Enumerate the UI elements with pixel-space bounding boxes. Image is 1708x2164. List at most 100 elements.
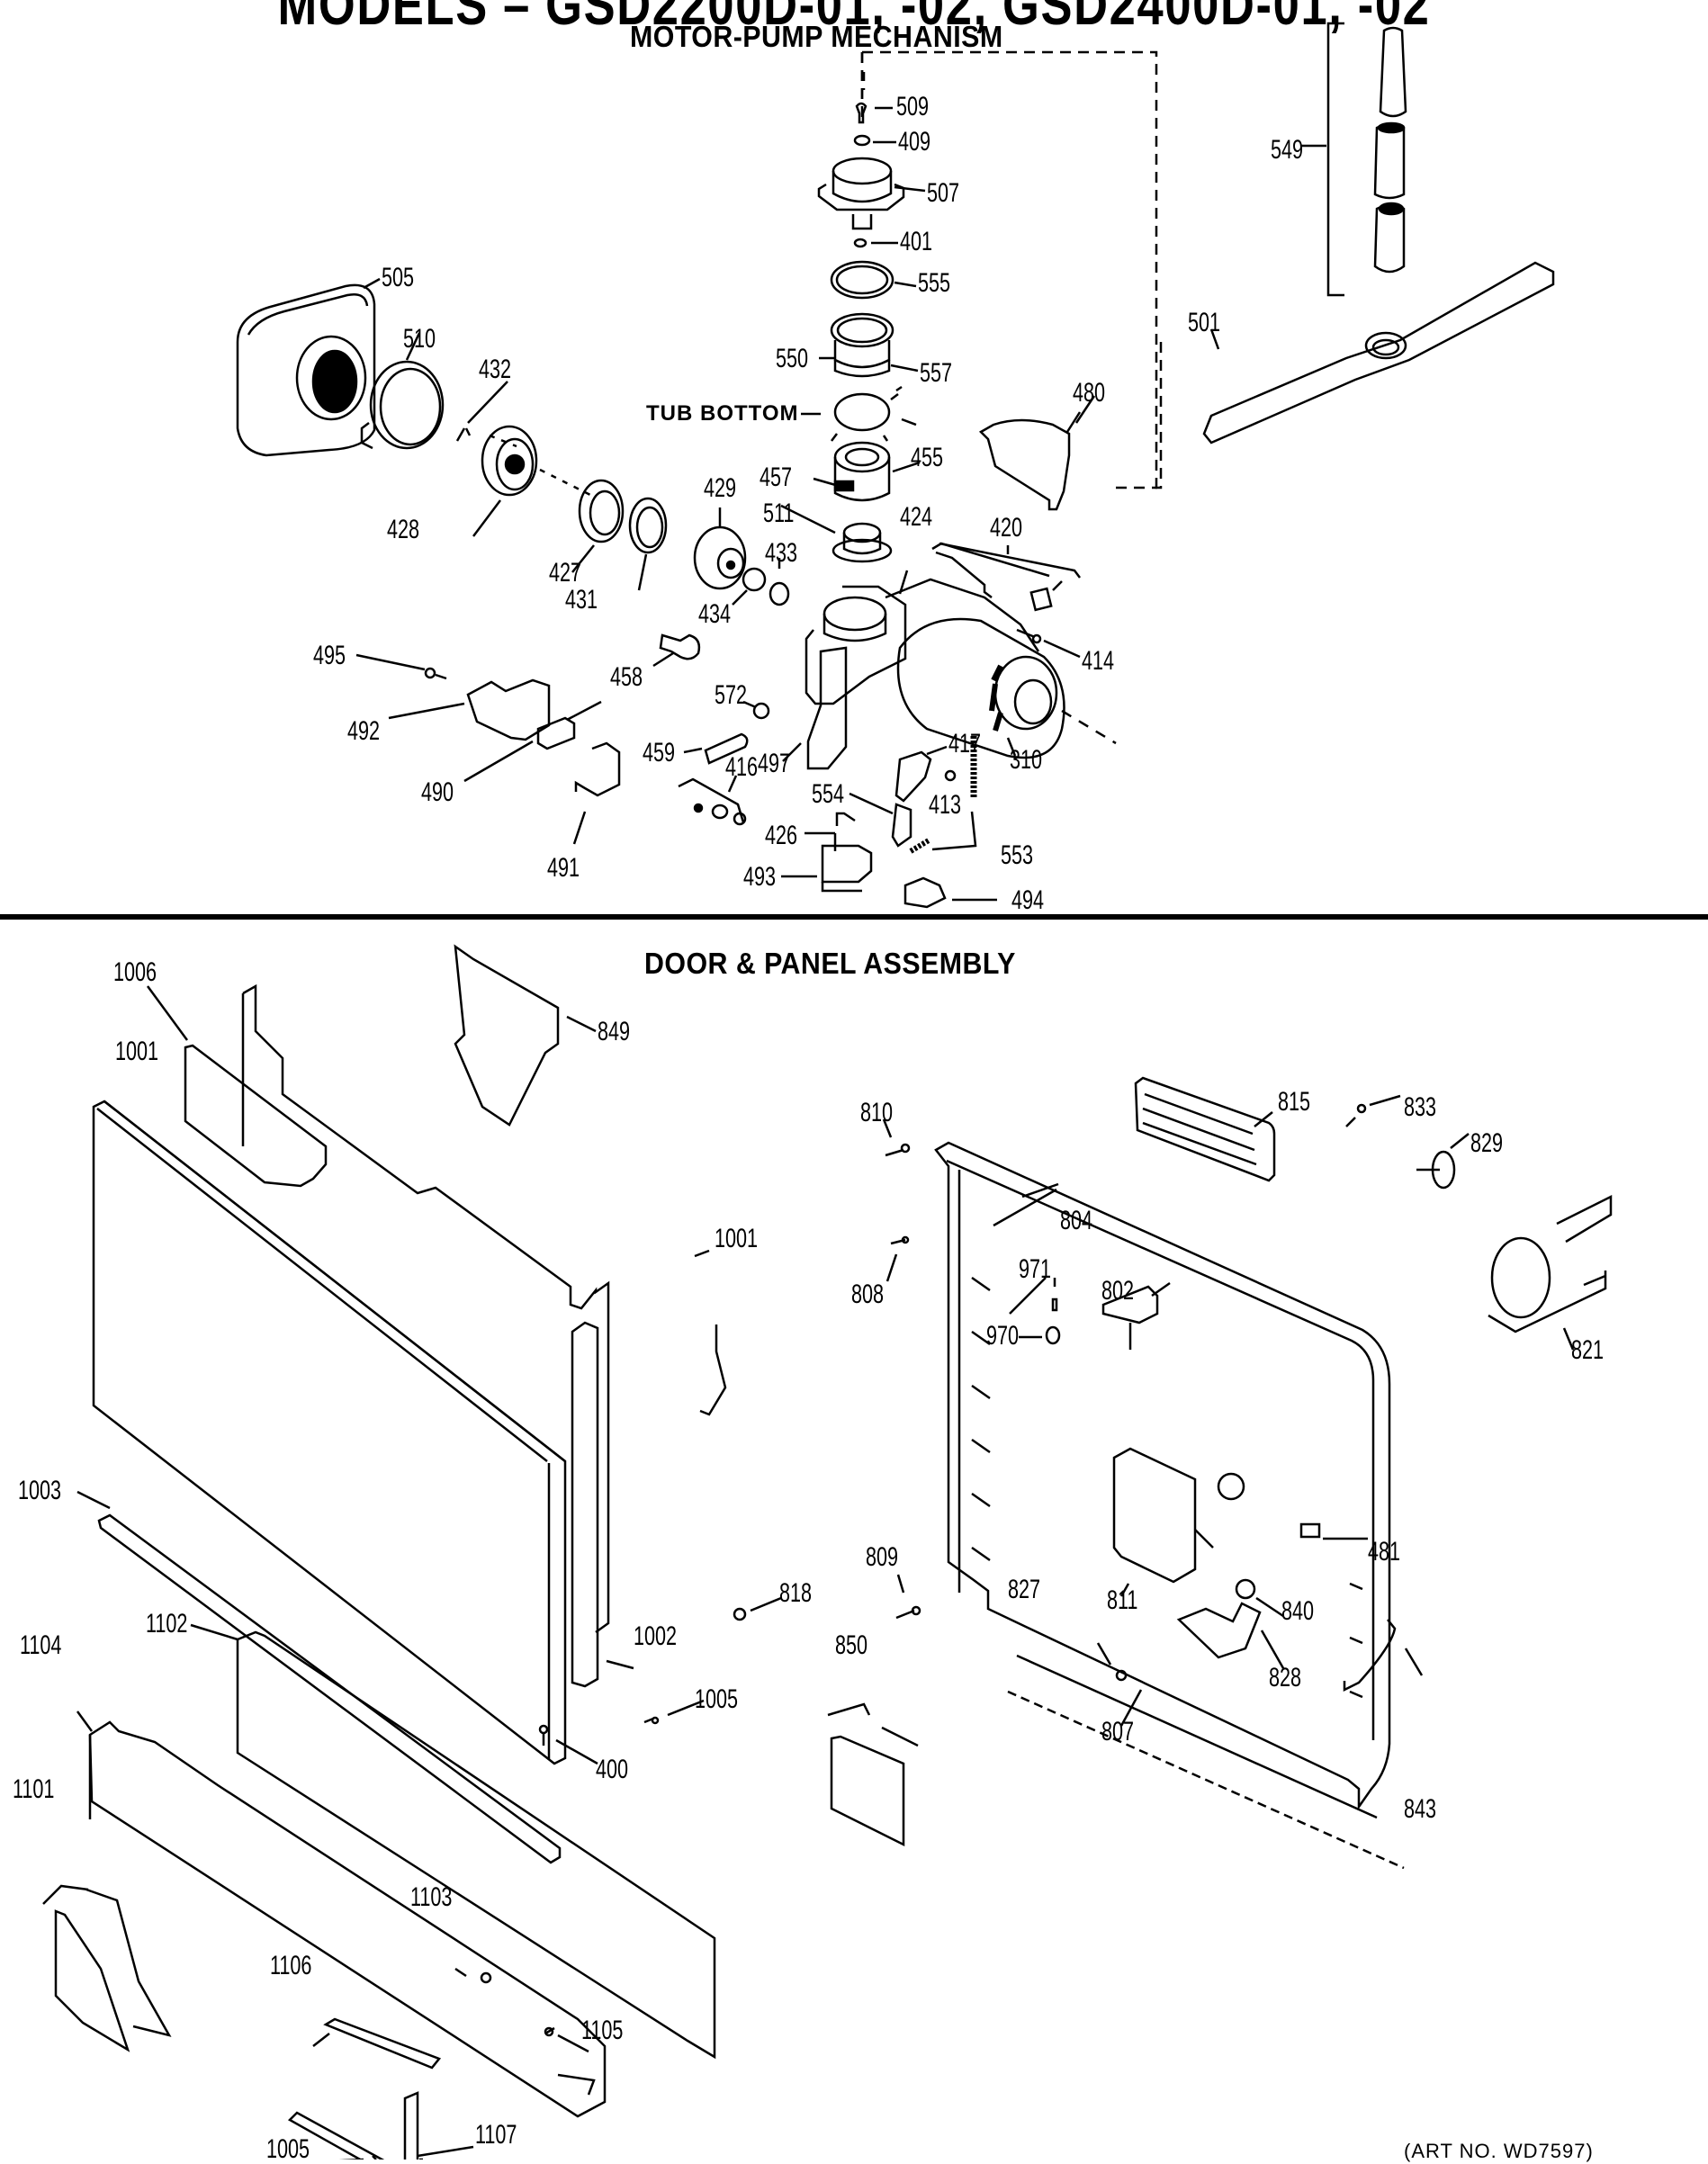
- label-409: 409: [898, 127, 931, 157]
- label-557: 557: [920, 358, 953, 388]
- label-400: 400: [596, 1755, 629, 1784]
- part-849-bracket: [454, 944, 597, 1127]
- label-1104: 1104: [20, 1630, 62, 1660]
- label-459: 459: [643, 738, 676, 768]
- label-828: 828: [1269, 1663, 1302, 1693]
- label-821: 821: [1571, 1335, 1605, 1365]
- label-509: 509: [896, 92, 930, 121]
- part-850-cover: [827, 1702, 919, 1847]
- part-1006-insulation: [146, 985, 328, 1188]
- label-1101: 1101: [13, 1774, 55, 1804]
- part-inner-panel: [241, 983, 727, 1634]
- label-510: 510: [403, 324, 436, 354]
- part-829-knob: [1416, 1133, 1470, 1190]
- part-1005-screw: [643, 1699, 705, 1725]
- part-509-screw: [855, 102, 893, 124]
- label-971: 971: [1019, 1254, 1052, 1284]
- part-417-lever: [894, 745, 948, 803]
- part-1106-bracket: [312, 2017, 442, 2070]
- part-840-spring: [1235, 1578, 1284, 1618]
- part-553-springs: [909, 736, 977, 854]
- part-802-latch: [1101, 1281, 1171, 1350]
- label-434: 434: [698, 599, 732, 629]
- label-555: 555: [918, 268, 951, 298]
- label-426: 426: [765, 821, 798, 850]
- label-428: 428: [387, 515, 420, 544]
- part-510-clamp: [360, 332, 445, 450]
- part-1105-screw: [544, 2026, 589, 2053]
- label-827: 827: [1008, 1575, 1041, 1604]
- part-970-bushing: [1019, 1325, 1061, 1345]
- label-1001-left: 1001: [115, 1037, 159, 1066]
- label-433: 433: [765, 538, 798, 568]
- label-808: 808: [851, 1280, 885, 1309]
- label-802: 802: [1101, 1276, 1135, 1306]
- label-511: 511: [763, 498, 795, 528]
- models-title: MODELS – GSD2200D-01, -02, GSD2400D-01, …: [277, 0, 1431, 37]
- label-1106: 1106: [270, 1951, 312, 1980]
- part-494-block: [903, 876, 997, 909]
- part-458-plug: [652, 633, 701, 668]
- part-492-bracket: [388, 678, 551, 741]
- label-807: 807: [1101, 1717, 1135, 1746]
- label-497: 497: [758, 749, 791, 778]
- label-550: 550: [776, 344, 809, 373]
- part-550-557-nozzle: [819, 312, 919, 378]
- label-850: 850: [835, 1630, 868, 1660]
- label-493: 493: [743, 862, 777, 892]
- part-811-dispenser: [1112, 1447, 1245, 1597]
- label-553: 553: [1001, 840, 1034, 870]
- label-1005-upper: 1005: [695, 1684, 739, 1714]
- part-804-leader: [993, 1182, 1059, 1227]
- label-491: 491: [547, 853, 580, 883]
- part-828-cam: [1176, 1602, 1285, 1669]
- label-1005-lower: 1005: [266, 2134, 310, 2164]
- label-1102: 1102: [146, 1609, 188, 1639]
- label-507: 507: [927, 178, 960, 208]
- part-808-screw: [885, 1235, 910, 1282]
- label-810: 810: [860, 1098, 894, 1127]
- part-501-spray-arm: [1202, 261, 1555, 444]
- tub-bottom-label: TUB BOTTOM: [646, 401, 799, 426]
- part-493-solenoid: [781, 833, 873, 893]
- label-840: 840: [1281, 1596, 1315, 1626]
- label-458: 458: [610, 662, 643, 692]
- label-420: 420: [990, 513, 1023, 543]
- part-1103-screw: [454, 1967, 492, 1984]
- section-divider: [0, 914, 1708, 920]
- label-829: 829: [1470, 1128, 1504, 1158]
- part-497-bracket: [782, 646, 848, 770]
- label-495: 495: [313, 641, 346, 670]
- label-804: 804: [1060, 1206, 1093, 1235]
- label-310: 310: [1010, 745, 1043, 775]
- art-number: (ART NO. WD7597): [1404, 2140, 1594, 2162]
- part-434-nut: [732, 567, 767, 606]
- part-413-clip: [944, 769, 957, 782]
- label-849: 849: [598, 1017, 631, 1046]
- label-501: 501: [1188, 308, 1221, 337]
- label-427: 427: [549, 558, 582, 588]
- label-815: 815: [1278, 1087, 1311, 1117]
- part-1101-insert: [42, 1884, 172, 2052]
- label-480: 480: [1073, 378, 1106, 408]
- part-400-screw: [538, 1724, 598, 1765]
- part-455-collar: [833, 441, 921, 502]
- part-1102-panel: [190, 1623, 716, 2060]
- part-427-plate: [571, 479, 625, 573]
- label-1105: 1105: [581, 2016, 624, 2045]
- label-572: 572: [715, 680, 748, 710]
- part-971-pin: [1009, 1277, 1058, 1315]
- label-1001-right: 1001: [715, 1224, 759, 1253]
- part-833-screw: [1345, 1094, 1401, 1127]
- motor-pump-heading: MOTOR-PUMP MECHANISM: [630, 20, 1003, 53]
- part-810-screw: [882, 1118, 911, 1157]
- part-431-gasket: [628, 497, 668, 591]
- label-413: 413: [929, 790, 962, 820]
- part-491-bracket: [572, 741, 621, 845]
- label-455: 455: [911, 443, 944, 472]
- label-970: 970: [986, 1321, 1020, 1351]
- label-549: 549: [1271, 135, 1304, 165]
- part-414-screw: [1016, 628, 1081, 659]
- part-572-clamp: [742, 700, 770, 720]
